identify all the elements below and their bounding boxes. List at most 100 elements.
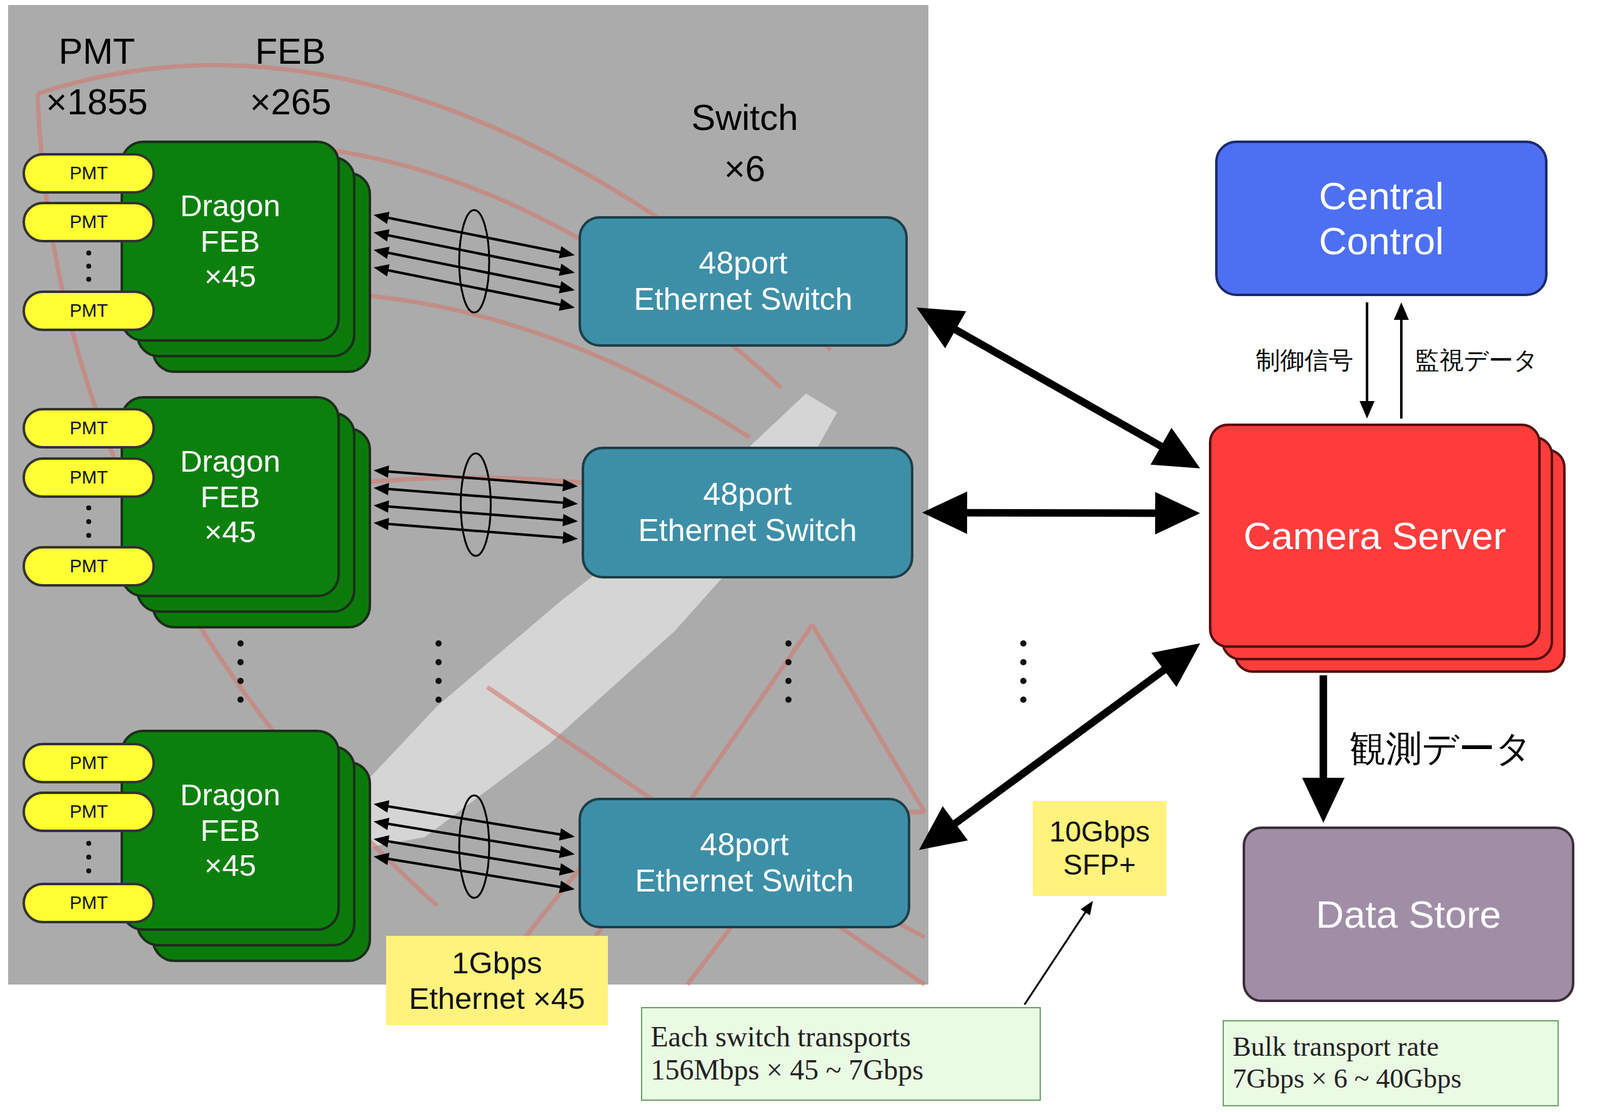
- truss-beam: [812, 624, 925, 813]
- arrow-head: [562, 514, 578, 527]
- arrow-head: [373, 246, 390, 260]
- node-text: 48port Ethernet Switch: [626, 827, 864, 900]
- note-box: Each switch transports 156Mbps × 45 ~ 7G…: [640, 1007, 1041, 1101]
- dot: [785, 659, 792, 666]
- dot: [1020, 659, 1027, 666]
- control-box: Central Control: [1215, 140, 1548, 297]
- arrow-shaft: [1319, 675, 1327, 785]
- connector: [373, 209, 575, 313]
- connector: [1024, 900, 1093, 1005]
- ethernet-switch: 48port Ethernet Switch: [578, 216, 908, 347]
- arrow-head: [559, 281, 575, 294]
- node-text: PMT: [69, 801, 108, 823]
- arrow-head: [373, 500, 390, 513]
- count-label: ×6: [724, 148, 766, 190]
- arrow-head: [922, 491, 968, 535]
- pmt-box: PMT: [22, 546, 155, 587]
- connector: [1359, 302, 1375, 419]
- node-text: PMT: [69, 467, 108, 488]
- arrow-shaft: [949, 326, 1168, 450]
- count-label: Switch: [691, 96, 799, 139]
- dot: [785, 677, 792, 685]
- arrow-shaft: [386, 858, 563, 888]
- dot: [237, 659, 244, 666]
- count-label: FEB: [255, 30, 327, 73]
- arrow-head: [559, 298, 575, 312]
- node-text: Dragon FEB ×45: [179, 777, 281, 883]
- dot: [86, 840, 92, 846]
- dot: [86, 276, 92, 282]
- arrow-shaft: [1024, 910, 1087, 1005]
- pmt-box: PMT: [22, 407, 155, 449]
- dot: [1020, 696, 1027, 703]
- dot: [86, 505, 92, 511]
- arrow-head: [373, 852, 390, 866]
- dot: [435, 696, 442, 703]
- storage-box: Data Store: [1242, 826, 1575, 1003]
- dot: [785, 640, 792, 647]
- pmt-box: PMT: [22, 457, 155, 498]
- arrow-head: [373, 482, 390, 496]
- arrow-head: [919, 806, 968, 851]
- arrow-head: [373, 800, 390, 813]
- dot: [237, 696, 244, 703]
- dot: [1020, 640, 1027, 647]
- arrow-shaft: [386, 234, 563, 270]
- arrow-head: [373, 517, 390, 531]
- node-text: Dragon FEB ×45: [179, 188, 281, 294]
- edge-label: 制御信号: [1255, 346, 1354, 375]
- arrow-shaft: [386, 269, 563, 305]
- server-box: Camera Server: [1208, 423, 1541, 648]
- node-text: Bulk transport rate 7Gbps × 6 ~ 40Gbps: [1232, 1031, 1533, 1095]
- bundle-ellipse: [459, 209, 490, 313]
- dot: [86, 519, 92, 525]
- node-text: 48port Ethernet Switch: [624, 245, 863, 318]
- arrow-shaft: [386, 252, 563, 288]
- arrow-shaft: [386, 489, 565, 503]
- dot: [237, 677, 244, 685]
- ethernet-switch: 48port Ethernet Switch: [581, 446, 914, 579]
- node-text: PMT: [69, 300, 108, 322]
- dot: [435, 640, 442, 647]
- ethernet-switch: 48port Ethernet Switch: [578, 797, 911, 929]
- connector: [373, 795, 575, 898]
- dot: [86, 854, 92, 860]
- arrow-head: [373, 229, 390, 242]
- arrow-head: [1155, 491, 1201, 535]
- arrow-head: [1151, 643, 1201, 688]
- telescope-structure: [37, 64, 925, 985]
- node-text: PMT: [69, 752, 108, 774]
- bundle-ellipse: [461, 453, 492, 557]
- arrow-head: [559, 845, 575, 859]
- node-text: PMT: [69, 211, 108, 233]
- node-text: PMT: [69, 417, 108, 439]
- arrow-head: [559, 263, 575, 277]
- dot: [86, 868, 92, 874]
- dot: [237, 640, 244, 647]
- arrow-head: [562, 496, 578, 510]
- node-text: Dragon FEB ×45: [179, 443, 281, 550]
- pmt-box: PMT: [22, 201, 155, 243]
- dot: [1020, 677, 1027, 685]
- arrow-shaft: [386, 823, 563, 853]
- gray-panel: [8, 4, 929, 985]
- node-text: 48port Ethernet Switch: [629, 476, 867, 549]
- arrow-shaft: [386, 217, 563, 253]
- pmt-box: PMT: [22, 290, 155, 332]
- pmt-box: PMT: [22, 153, 155, 194]
- arrow-shaft: [386, 805, 563, 835]
- node-text: PMT: [69, 163, 108, 184]
- node-text: Camera Server: [1243, 513, 1506, 558]
- note-box: Bulk transport rate 7Gbps × 6 ~ 40Gbps: [1222, 1020, 1559, 1106]
- node-text: PMT: [69, 892, 108, 914]
- arrow-head: [373, 835, 390, 848]
- dot: [86, 250, 92, 256]
- connector: [1393, 302, 1409, 419]
- arrow-shaft: [1365, 302, 1369, 404]
- connector: [1301, 675, 1345, 823]
- dot: [86, 263, 92, 269]
- edge-label: 監視データ: [1415, 346, 1539, 375]
- edge-label: 観測データ: [1349, 728, 1532, 771]
- node-text: Central Control: [1318, 173, 1444, 264]
- dot: [86, 532, 92, 538]
